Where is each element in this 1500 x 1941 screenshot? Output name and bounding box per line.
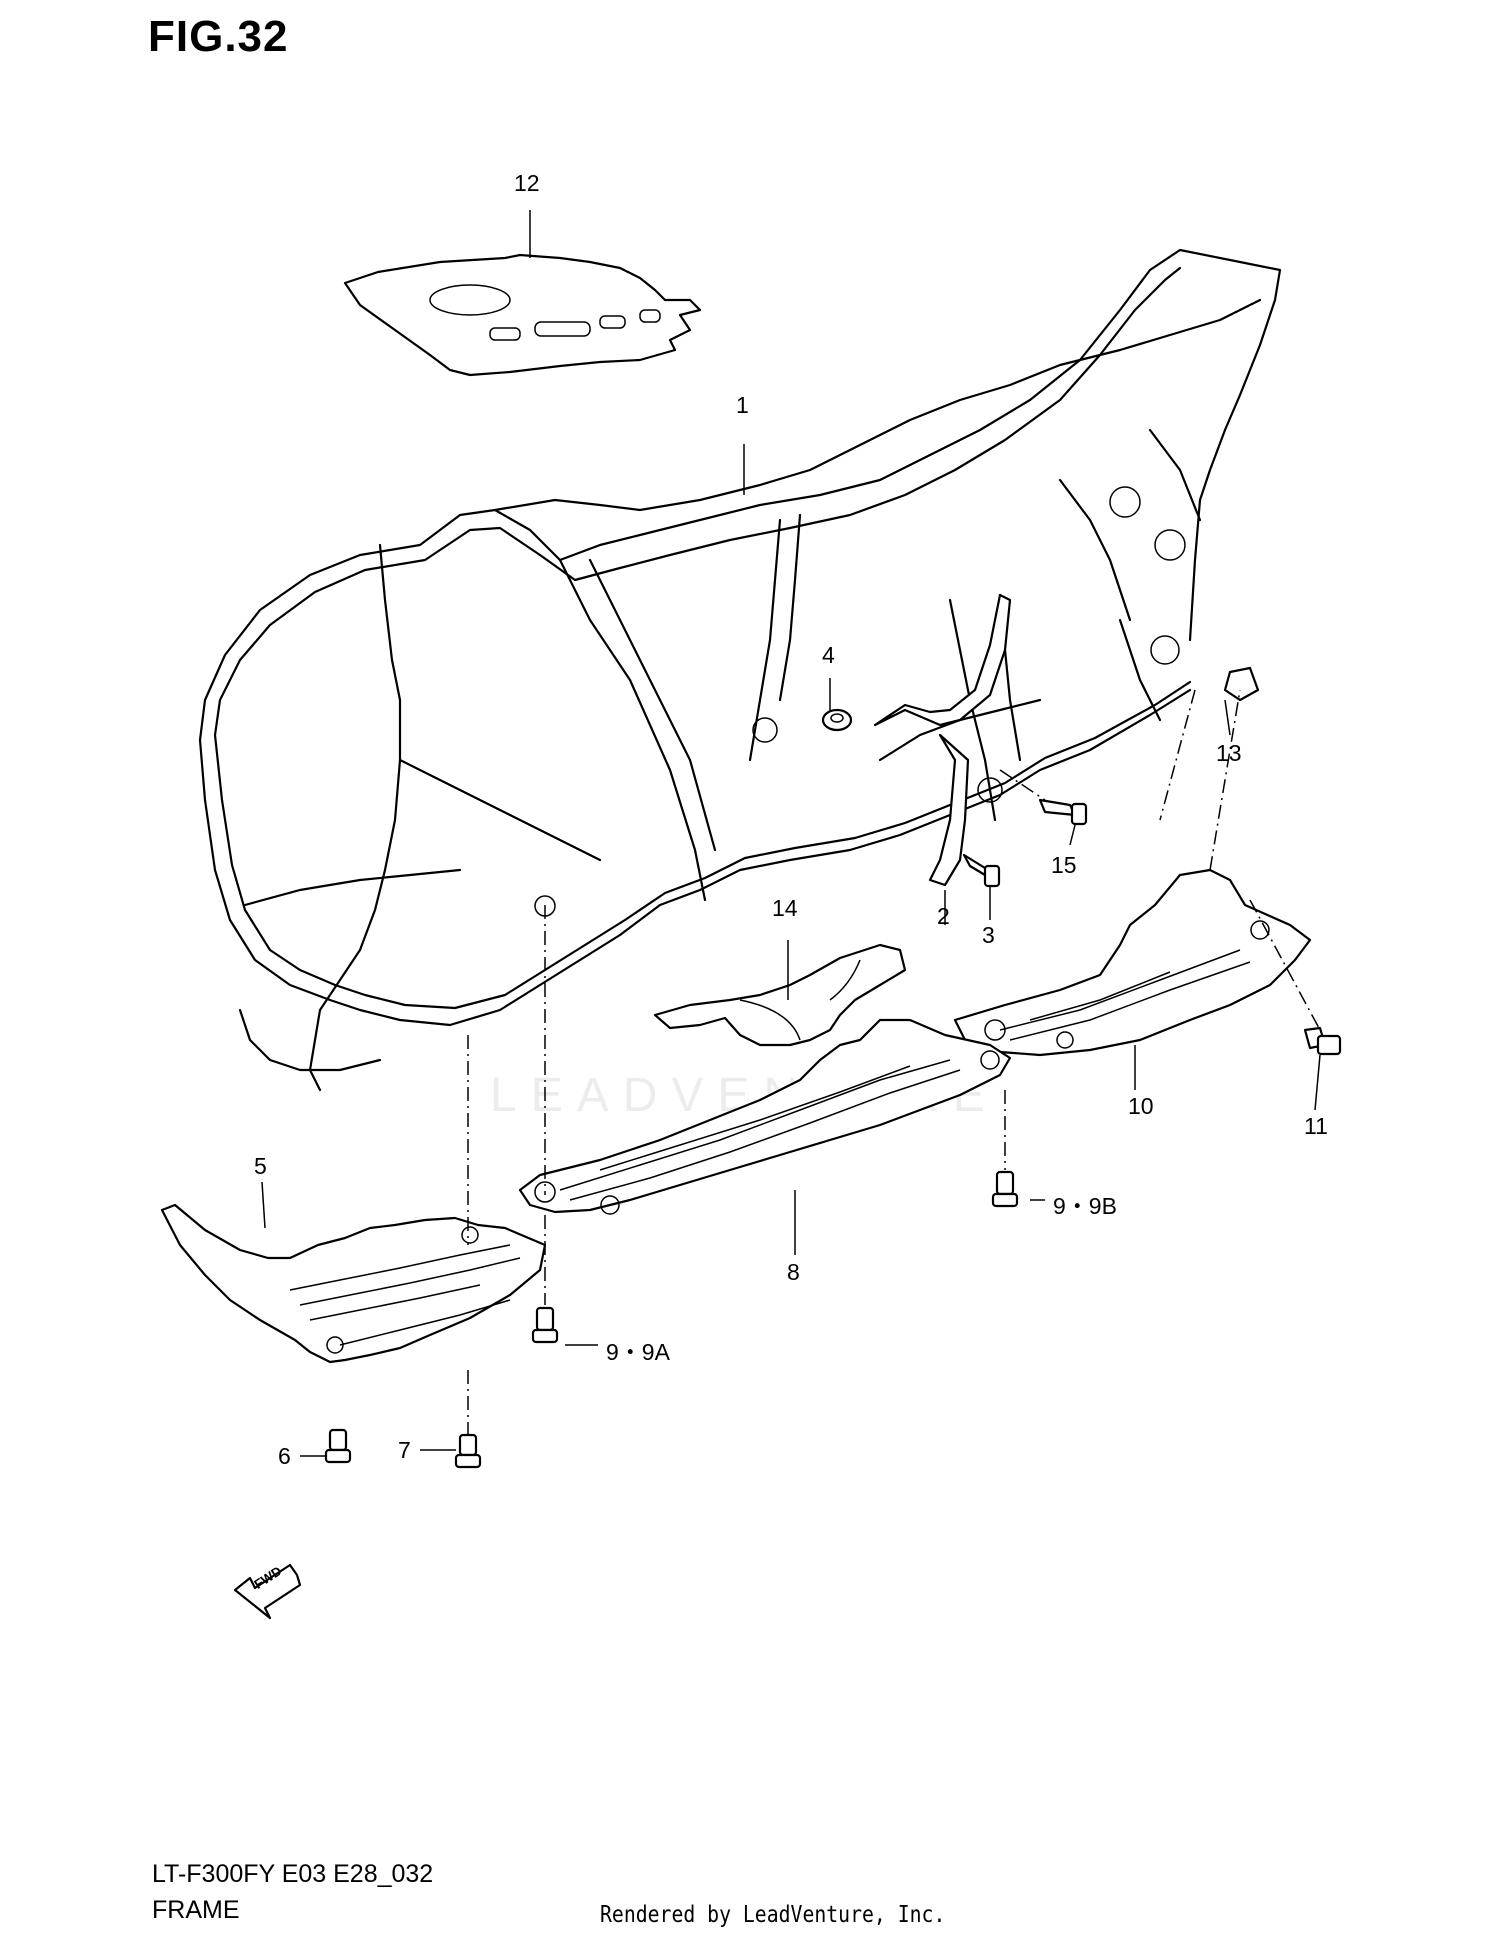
callout-2[interactable]: 2: [937, 903, 950, 929]
part-11-bolt[interactable]: [1303, 1026, 1342, 1056]
part-8-footrest-plate-left[interactable]: [518, 1018, 1012, 1215]
callout-3[interactable]: 3: [982, 922, 995, 948]
render-credit: Rendered by LeadVenture, Inc.: [600, 1902, 946, 1928]
callout-12[interactable]: 12: [514, 170, 540, 196]
part-5-skid-plate[interactable]: [160, 1203, 547, 1364]
part-14-heat-shield[interactable]: [653, 943, 907, 1047]
callout-9-9b[interactable]: 9・9B: [1053, 1193, 1117, 1219]
callout-1[interactable]: 1: [736, 392, 749, 418]
part-1-main-frame[interactable]: [198, 248, 1282, 1092]
callout-4[interactable]: 4: [822, 642, 835, 668]
callout-11[interactable]: 11: [1304, 1113, 1328, 1139]
part-10-footrest-plate-right[interactable]: [953, 868, 1312, 1057]
part-9a-bolt[interactable]: [531, 1306, 559, 1344]
callout-5[interactable]: 5: [254, 1153, 267, 1179]
part-12-cover-plate[interactable]: [343, 253, 702, 377]
callout-10[interactable]: 10: [1128, 1093, 1154, 1119]
callout-15[interactable]: 15: [1051, 852, 1077, 878]
part-7-bolt[interactable]: [454, 1433, 482, 1469]
part-15-bolt[interactable]: [1038, 798, 1088, 826]
callout-7[interactable]: 7: [398, 1437, 411, 1463]
part-4-nut[interactable]: [821, 708, 853, 732]
part-2-bracket[interactable]: [873, 593, 1012, 887]
callout-13[interactable]: 13: [1216, 740, 1242, 766]
callout-8[interactable]: 8: [787, 1259, 800, 1285]
section-name: FRAME: [152, 1896, 240, 1924]
callout-14[interactable]: 14: [772, 895, 798, 921]
part-6-bolt[interactable]: [324, 1428, 352, 1464]
model-code: LT-F300FY E03 E28_032: [152, 1860, 434, 1888]
part-13-bushing[interactable]: [1223, 666, 1260, 702]
callout-6[interactable]: 6: [278, 1443, 291, 1469]
fwd-arrow-icon: [233, 1563, 302, 1620]
figure-title: FIG.32: [148, 12, 289, 61]
callout-9-9a[interactable]: 9・9A: [606, 1339, 670, 1365]
part-3-bolt[interactable]: [962, 853, 1001, 888]
part-9b-bolt[interactable]: [991, 1170, 1019, 1208]
